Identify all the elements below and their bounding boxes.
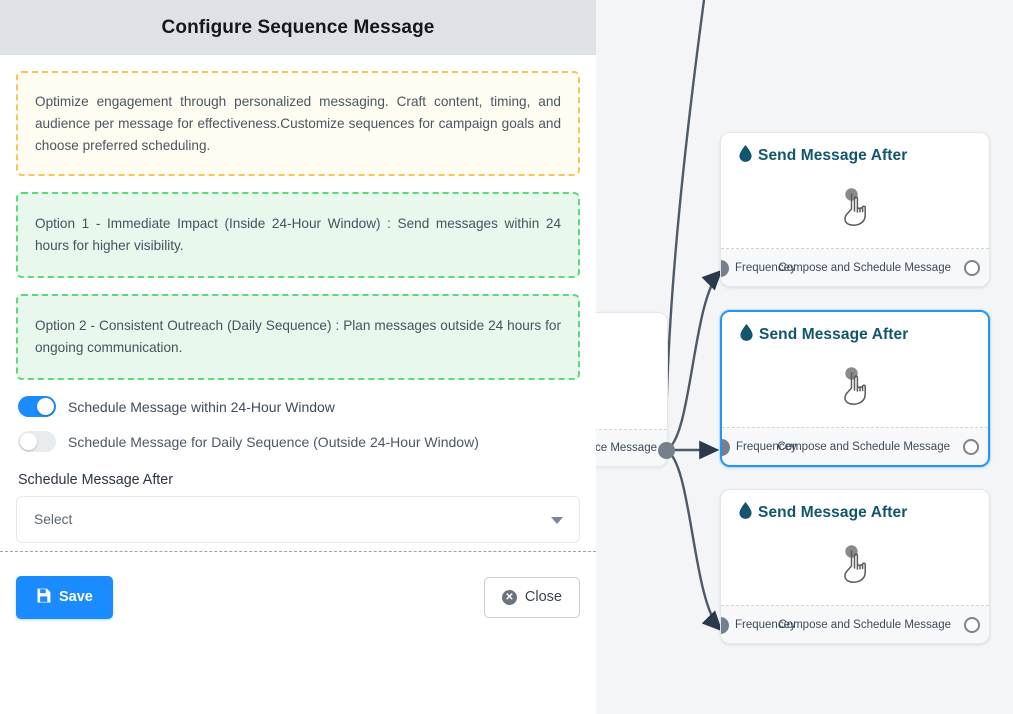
save-button[interactable]: Save: [16, 575, 113, 619]
node-3-frequency-label: Frequencey: [735, 618, 796, 631]
upstream-source-handle[interactable]: [658, 442, 675, 459]
node-2-target-handle[interactable]: [722, 438, 730, 456]
schedule-after-select[interactable]: Select: [16, 496, 580, 544]
node-1-compose-label: Compose and Schedule Message: [778, 261, 951, 274]
toggle-within-24h-label: Schedule Message within 24-Hour Window: [68, 398, 335, 415]
toggle-row-within-24h[interactable]: Schedule Message within 24-Hour Window: [18, 396, 580, 418]
node-1-frequency-label: Frequencey: [735, 261, 796, 274]
toggle-within-24h[interactable]: [18, 396, 56, 418]
panel-body: Optimize engagement through personalized…: [0, 55, 596, 544]
toggle-daily-sequence-label: Schedule Message for Daily Sequence (Out…: [68, 433, 479, 450]
node-2-source-handle[interactable]: [963, 438, 979, 455]
footer-divider: [0, 551, 596, 552]
node-3-title: Send Message After: [758, 504, 908, 521]
node-send-message-after-1[interactable]: Send Message After Frequencey Compose an…: [720, 132, 990, 287]
floppy-disk-icon: [36, 588, 51, 607]
node-2-title-row: Send Message After: [722, 312, 988, 346]
toggle-daily-sequence-knob: [20, 433, 37, 451]
close-button[interactable]: ✕ Close: [483, 576, 580, 618]
edge-to-node-3: [665, 448, 723, 632]
node-1-title-row: Send Message After: [721, 133, 989, 167]
node-3-footer: Frequencey Compose and Schedule Message: [721, 606, 989, 643]
edge-incoming-upstream: [664, 0, 706, 451]
node-3-source-handle[interactable]: [964, 616, 980, 633]
hand-pointer-icon: [829, 360, 881, 412]
node-1-footer: Frequencey Compose and Schedule Message: [721, 249, 989, 286]
option-1-text: Option 1 - Immediate Impact (Inside 24-H…: [35, 216, 561, 254]
edge-to-node-1: [665, 269, 723, 452]
node-1-body: Send Message After: [721, 133, 989, 249]
option-2-text: Option 2 - Consistent Outreach (Daily Se…: [35, 318, 561, 356]
node-1-target-handle[interactable]: [721, 259, 729, 277]
node-1-source-handle[interactable]: [964, 259, 980, 276]
toggle-daily-sequence[interactable]: [18, 431, 56, 453]
chevron-down-icon: [551, 516, 563, 524]
node-3-body: Send Message After: [721, 490, 989, 606]
upstream-node[interactable]: ce Message: [596, 312, 668, 467]
info-callout-text: Optimize engagement through personalized…: [35, 94, 561, 154]
node-2-compose-label: Compose and Schedule Message: [777, 440, 950, 453]
panel-header: Configure Sequence Message: [0, 0, 596, 55]
info-callout: Optimize engagement through personalized…: [16, 71, 580, 177]
option-1-callout: Option 1 - Immediate Impact (Inside 24-H…: [16, 192, 580, 279]
node-2-title: Send Message After: [759, 326, 909, 343]
configure-sequence-panel: Configure Sequence Message Optimize enga…: [0, 0, 596, 627]
node-3-title-row: Send Message After: [721, 490, 989, 524]
flow-canvas[interactable]: ce Message Send Message After: [596, 0, 1013, 714]
water-drop-icon: [739, 145, 752, 167]
toggle-within-24h-knob: [37, 398, 54, 416]
node-send-message-after-3[interactable]: Send Message After Frequencey Compose an…: [720, 489, 990, 644]
toggle-row-daily-sequence[interactable]: Schedule Message for Daily Sequence (Out…: [18, 431, 580, 453]
water-drop-icon: [740, 324, 753, 346]
hand-pointer-icon: [829, 538, 881, 590]
node-2-body: Send Message After: [722, 312, 988, 428]
schedule-after-label: Schedule Message After: [18, 472, 173, 489]
save-button-label: Save: [59, 589, 93, 605]
schedule-after-value: Select: [34, 512, 73, 528]
upstream-node-body: [596, 313, 667, 430]
circle-x-icon: ✕: [501, 589, 517, 605]
option-2-callout: Option 2 - Consistent Outreach (Daily Se…: [16, 294, 580, 381]
node-2-footer: Frequencey Compose and Schedule Message: [722, 428, 988, 465]
node-2-frequency-label: Frequencey: [736, 440, 797, 453]
upstream-node-footer-label: ce Message: [596, 442, 657, 454]
node-3-target-handle[interactable]: [721, 616, 729, 634]
hand-pointer-icon: [829, 181, 881, 233]
node-1-title: Send Message After: [758, 147, 908, 164]
node-3-compose-label: Compose and Schedule Message: [778, 618, 951, 631]
water-drop-icon: [739, 502, 752, 524]
page-title: Configure Sequence Message: [161, 16, 435, 38]
close-button-label: Close: [524, 589, 562, 605]
panel-footer: Save ✕ Close: [0, 567, 596, 627]
upstream-node-footer: ce Message: [596, 430, 667, 466]
node-send-message-after-2[interactable]: Send Message After Frequencey Compose an…: [720, 310, 990, 467]
